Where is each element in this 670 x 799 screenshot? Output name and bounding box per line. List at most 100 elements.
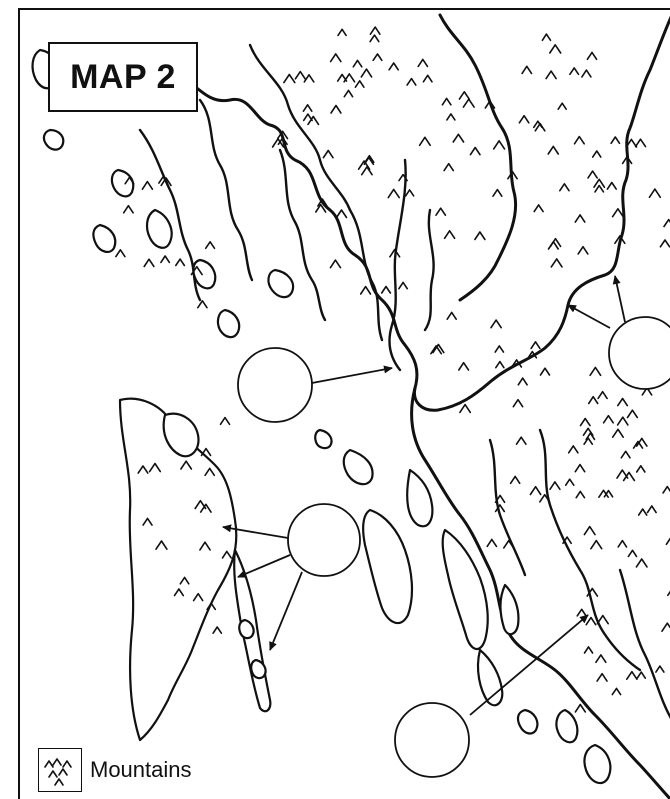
islands xyxy=(31,48,612,785)
mountain-mark xyxy=(550,258,563,268)
map-title: MAP 2 xyxy=(70,57,176,96)
mountain-mark xyxy=(593,178,606,188)
mountain-mark xyxy=(204,467,216,477)
mountain-mark xyxy=(574,703,587,713)
mountain-mark xyxy=(143,258,155,268)
mountain-mark xyxy=(596,672,608,682)
mountain-mark xyxy=(583,646,594,654)
mountain-mark xyxy=(635,465,646,473)
mountain-mark xyxy=(627,549,638,558)
mountain-mark xyxy=(303,74,315,83)
mountain-mark xyxy=(352,59,363,68)
mountain-mark xyxy=(622,471,636,482)
mountain-mark xyxy=(160,255,171,264)
mountain-mark xyxy=(406,77,417,86)
mountain-mark xyxy=(507,170,518,180)
mountain-marks xyxy=(115,26,670,713)
mountain-mark xyxy=(276,130,289,140)
mountain-mark xyxy=(529,485,542,496)
mountain-mark xyxy=(330,104,342,114)
mountain-mark xyxy=(469,146,481,156)
mountain-mark xyxy=(142,517,153,526)
mountain-mark xyxy=(430,345,443,355)
answer-circle-4[interactable] xyxy=(394,702,470,778)
mountain-mark xyxy=(586,51,598,61)
answer-circle-2[interactable] xyxy=(287,503,361,577)
mountain-mark xyxy=(337,28,347,37)
mountain-mark xyxy=(315,203,327,213)
mountain-mark xyxy=(492,140,506,150)
mountain-mark xyxy=(199,541,211,551)
mountain-mark xyxy=(595,654,607,664)
mountain-mark xyxy=(387,188,400,199)
mountain-mark xyxy=(380,285,392,294)
answer-circle-1[interactable] xyxy=(237,347,313,423)
mountain-mark xyxy=(617,539,628,548)
mountain-mark xyxy=(443,230,456,240)
mountain-mark xyxy=(616,469,629,479)
mountain-mark xyxy=(404,189,415,197)
mountain-mark xyxy=(549,481,561,491)
mountain-mark xyxy=(160,177,172,187)
mountain-mark xyxy=(511,359,523,368)
mountain-mark xyxy=(441,97,452,106)
mountain-mark xyxy=(329,53,342,63)
mountain-mark xyxy=(388,62,399,71)
mountain-mark xyxy=(206,602,217,611)
mountain-mark xyxy=(564,478,575,486)
mountain-mark xyxy=(115,249,126,258)
mountain-mark xyxy=(573,135,585,145)
mountain-mark xyxy=(200,447,212,457)
mountain-mark xyxy=(122,204,134,214)
mountain-mark xyxy=(204,241,216,250)
mountain-mark xyxy=(576,608,587,617)
mountain-mark xyxy=(418,136,431,147)
mountain-mark xyxy=(617,397,629,407)
mountain-mark xyxy=(173,588,185,597)
mountain-mark xyxy=(302,113,313,122)
mountain-mark xyxy=(662,485,670,494)
mountain-mark xyxy=(655,665,665,673)
mountain-mark xyxy=(659,239,670,248)
mountain-mark xyxy=(512,398,524,408)
mountain-mark xyxy=(549,44,562,54)
mountain-mark xyxy=(494,345,505,353)
mountain-mark xyxy=(329,259,342,269)
legend-label: Mountains xyxy=(90,757,192,782)
mountain-mark xyxy=(585,616,597,626)
mountain-mark xyxy=(667,590,670,597)
mountain-mark xyxy=(446,113,456,121)
mountain-mark xyxy=(335,209,348,219)
mountain-mark xyxy=(591,150,602,158)
mountain-mark xyxy=(557,102,567,110)
mountain-mark xyxy=(194,499,207,510)
arrow-2b xyxy=(237,554,291,578)
answer-markers xyxy=(222,275,670,778)
mountain-mark xyxy=(637,508,648,516)
mountain-mark xyxy=(369,26,381,35)
answer-circle-3[interactable] xyxy=(608,316,670,390)
mountain-mark xyxy=(490,319,502,329)
mountain-mark xyxy=(199,503,212,513)
mountain-mark xyxy=(155,540,168,550)
mountain-mark xyxy=(635,437,648,447)
arrow-2a xyxy=(222,524,289,539)
mountain-mark xyxy=(585,432,596,441)
mountain-mark xyxy=(626,670,638,680)
mountain-mark xyxy=(567,445,579,454)
mountain-mark xyxy=(581,69,592,78)
mountain-mark xyxy=(179,576,190,585)
mountain-mark xyxy=(359,285,372,295)
mountain-mark xyxy=(446,311,457,320)
mountain-mark xyxy=(317,198,328,207)
mountain-mark xyxy=(646,505,657,514)
mountain-mark xyxy=(443,162,455,172)
mountain-mark xyxy=(474,231,486,241)
mountain-mark xyxy=(503,539,515,549)
mountain-mark xyxy=(360,68,373,78)
mountain-mark xyxy=(527,350,538,359)
mountain-mark xyxy=(521,65,533,75)
mountain-mark xyxy=(190,265,203,276)
mountain-mark xyxy=(197,300,208,309)
mountain-mark xyxy=(579,417,591,427)
